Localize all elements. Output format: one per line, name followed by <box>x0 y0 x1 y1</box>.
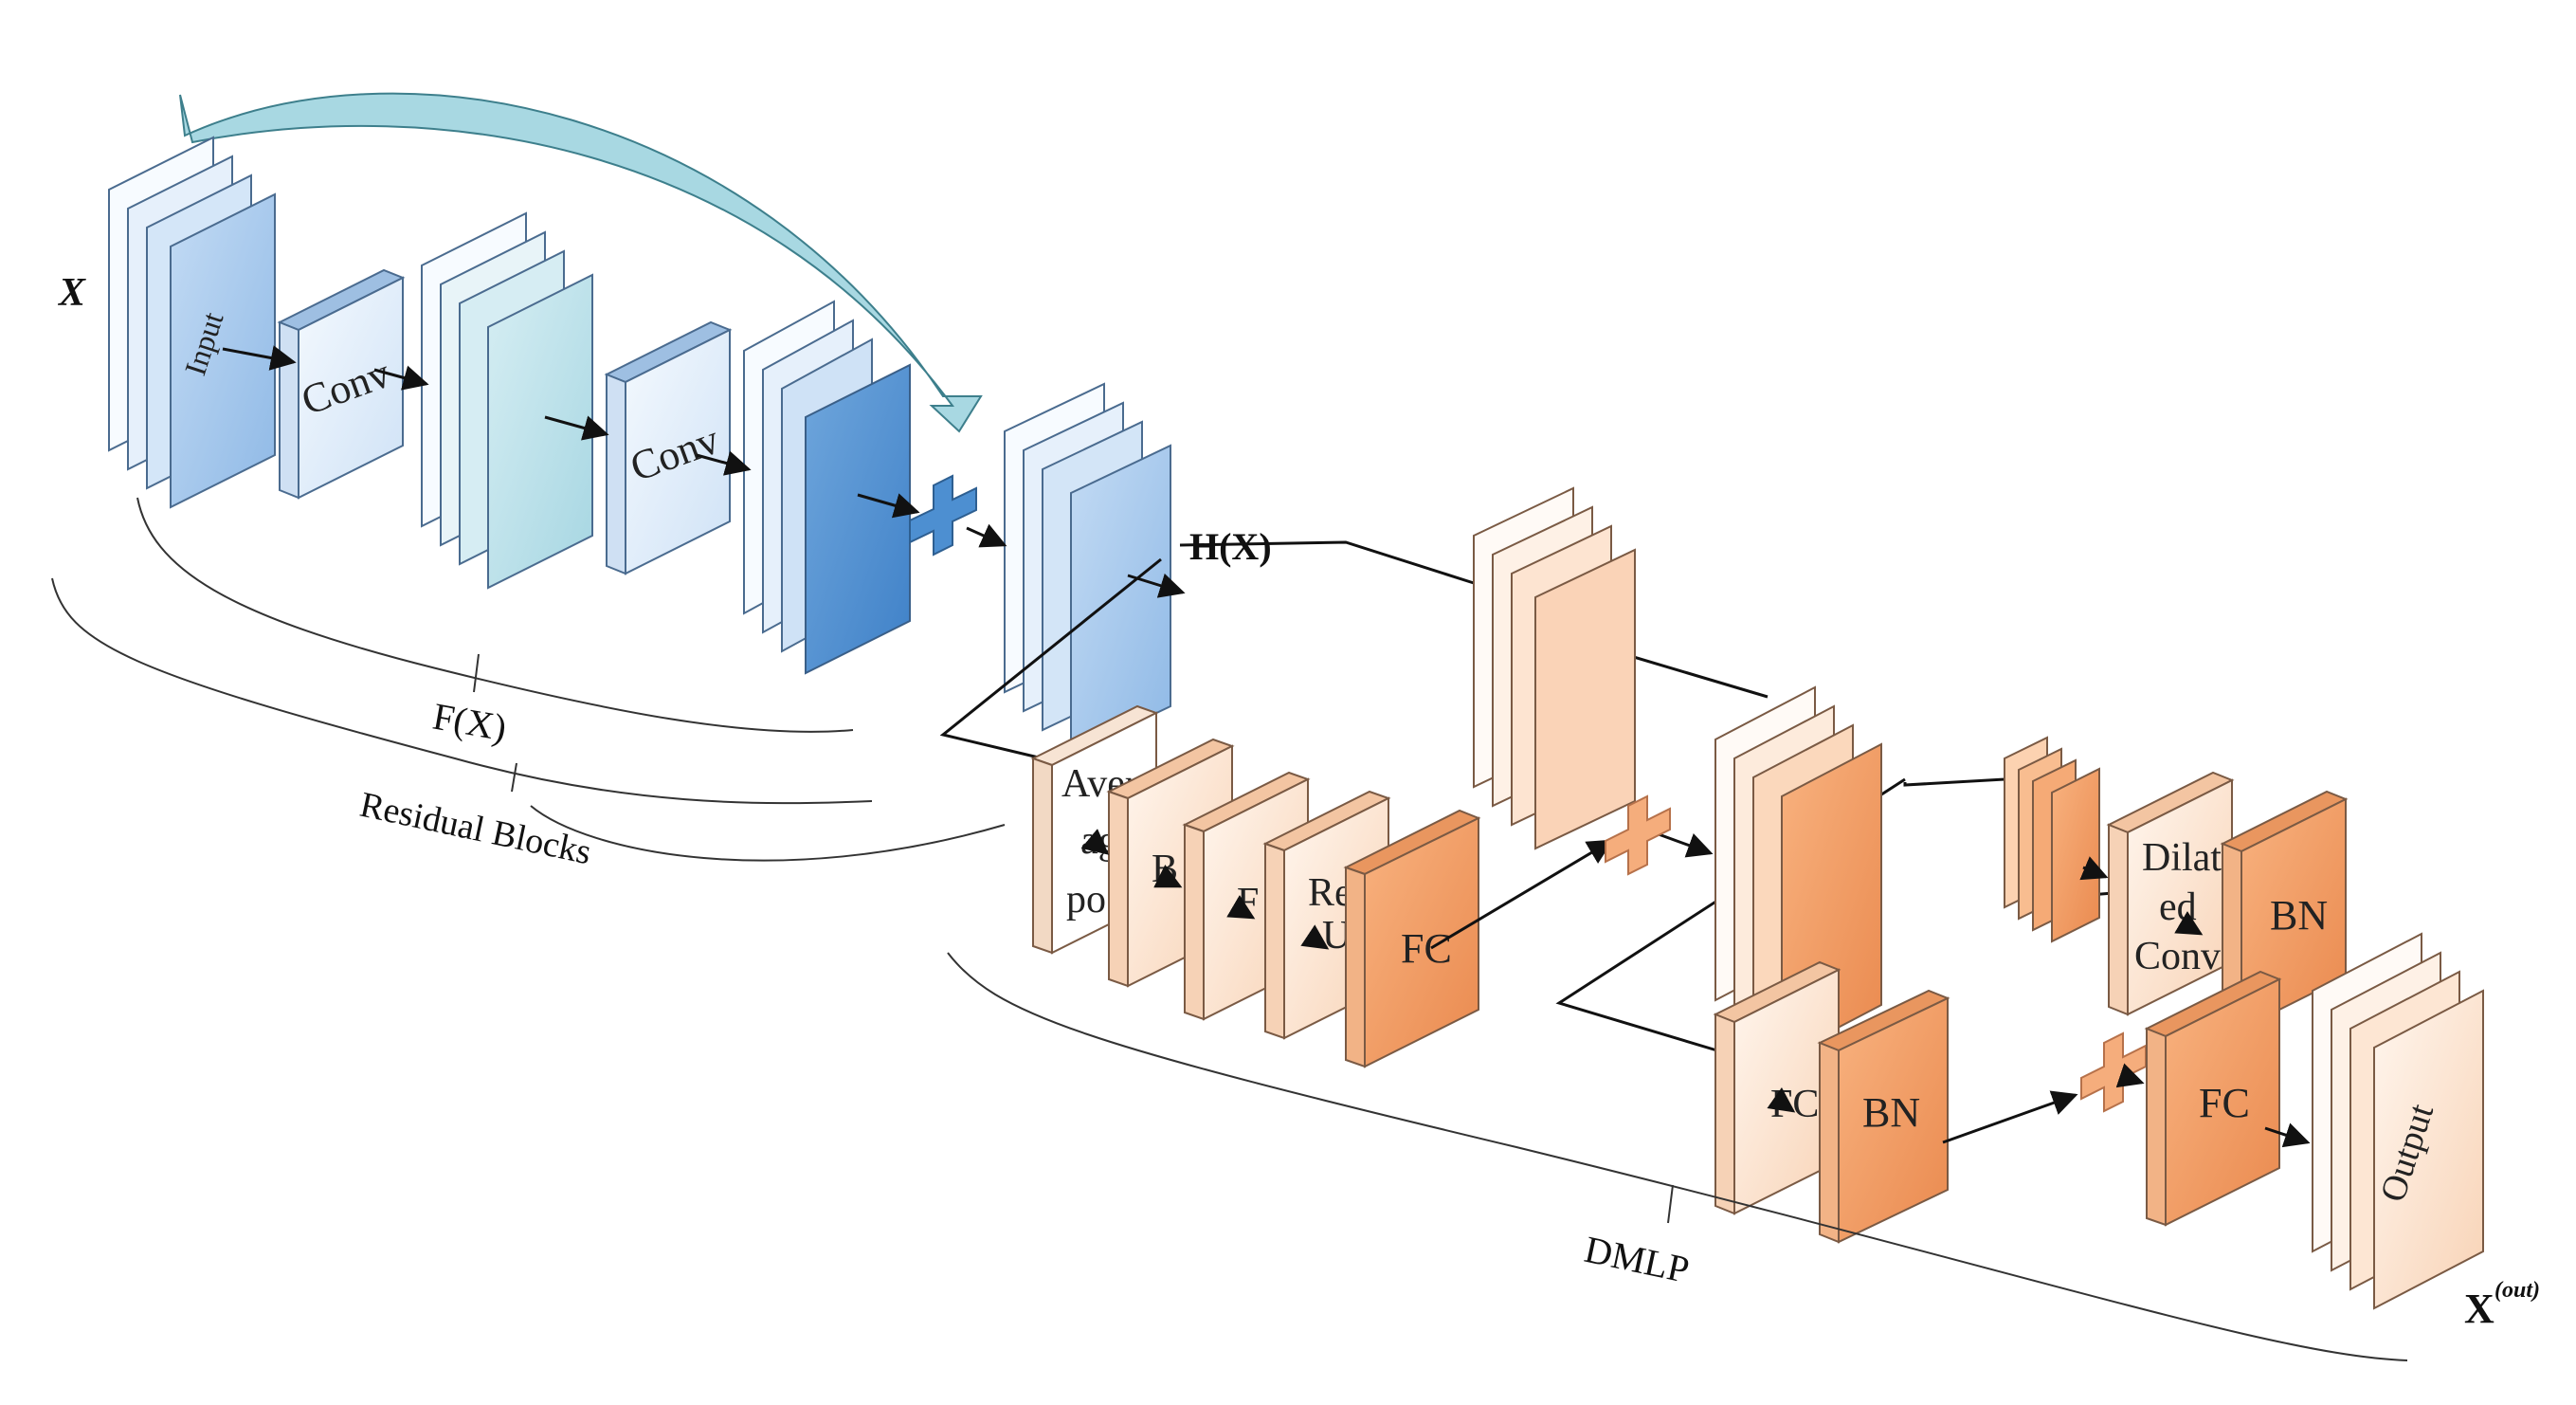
input-feature-stack: Input <box>108 136 276 509</box>
skip-connection-arrow <box>179 92 983 433</box>
bn3-label: BN <box>1862 1089 1920 1136</box>
fc2-label: FC <box>1401 925 1452 972</box>
fx-label: F(X) <box>429 695 509 750</box>
conv1-block: Conv <box>277 268 406 500</box>
fc2-block: FC <box>1343 809 1481 1068</box>
bn2-block: BN <box>2220 790 2349 1031</box>
dilated-input-stack <box>2004 736 2100 943</box>
bn2-label: BN <box>2270 892 2328 939</box>
conv2-output-stack <box>743 300 911 675</box>
dmlp-flow-arrows-left <box>1080 829 1714 950</box>
dilated-conv-label-line2: ed <box>2159 885 2197 929</box>
residual-flow-arrows <box>222 345 1186 598</box>
conv1-output-stack <box>421 211 593 590</box>
x-out-label: X <box>2464 1286 2494 1332</box>
bn3-block: BN <box>1817 989 1950 1244</box>
x-input-label: X <box>57 271 86 315</box>
hx-output-stack <box>1004 382 1171 756</box>
dmlp-flow-arrows-right <box>1767 856 2311 1148</box>
dilated-conv-block: Dilat ed Conv <box>2106 771 2235 1016</box>
dmlp-add-icon-2 <box>2080 1031 2147 1113</box>
fc1-label: F <box>1237 881 1259 924</box>
x-out-base: X <box>2464 1286 2494 1332</box>
dmlp-label: DMLP <box>1581 1228 1693 1291</box>
fc4-block: FC <box>2144 970 2282 1227</box>
dmlp-add-icon-1 <box>1605 794 1671 876</box>
dilated-conv-label-line3: Conv <box>2134 935 2221 978</box>
fc3-label: FC <box>1770 1083 1819 1126</box>
fx-brace <box>51 497 1006 862</box>
conv2-block: Conv <box>604 320 733 575</box>
fc4-label: FC <box>2199 1080 2250 1126</box>
dmlp-brace <box>947 952 2408 1361</box>
x-out-superscript: (out) <box>2494 1278 2540 1303</box>
dilated-conv-label-line1: Dilat <box>2142 836 2222 880</box>
hx-label: H(X) <box>1189 525 1272 568</box>
residual-add-icon <box>909 474 977 557</box>
dmlp-hidden-stack <box>1473 486 1636 850</box>
average-pooling-label-line3: po <box>1066 878 1106 921</box>
residual-blocks-label: Residual Blocks <box>356 785 594 873</box>
output-stack: Output <box>2312 932 2484 1310</box>
